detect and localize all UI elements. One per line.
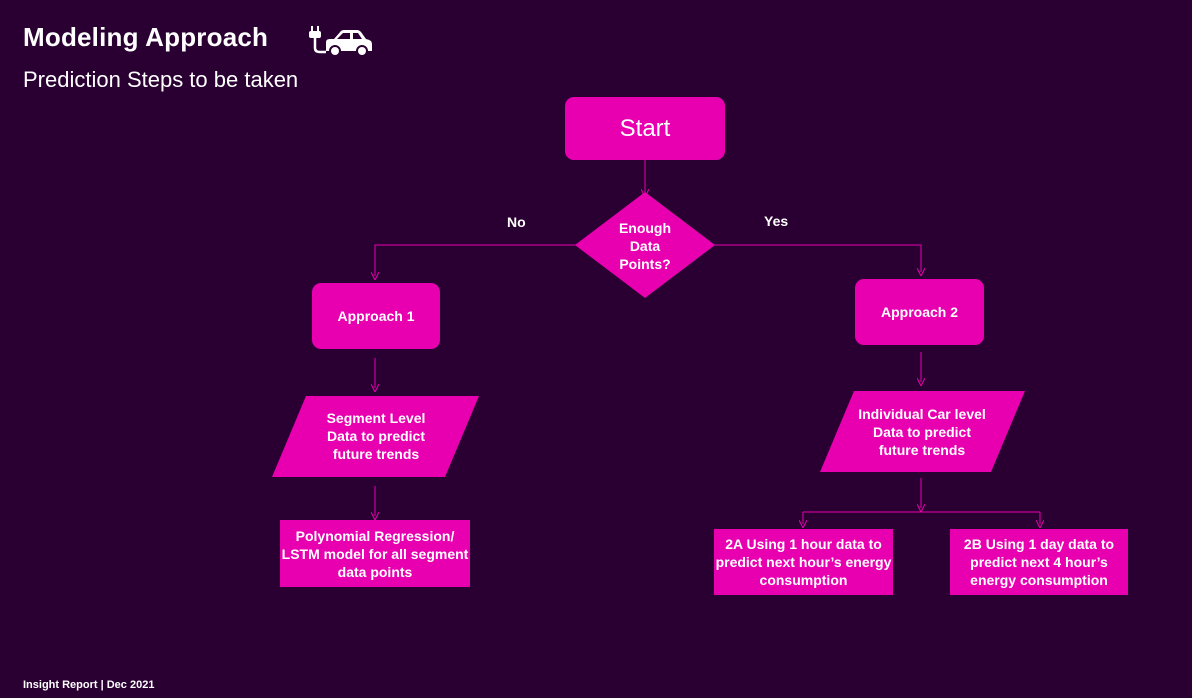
branch-yes-label: Yes: [764, 213, 789, 229]
car-data-label: Individual Car level Data to predict fut…: [858, 406, 986, 458]
segment-data-label: Segment Level Data to predict future tre…: [326, 410, 426, 462]
start-node: Start: [565, 97, 725, 160]
footer-text: Insight Report | Dec 2021: [23, 679, 155, 691]
branch-no-label: No: [507, 214, 526, 230]
option-2a-node: 2A Using 1 hour data to predict next hou…: [714, 529, 893, 595]
connector-yes-branch: [714, 244, 921, 272]
option-2b-node: 2B Using 1 day data to predict next 4 ho…: [950, 529, 1128, 595]
decision-label: Enough Data Points?: [618, 220, 672, 272]
page-subtitle: Prediction Steps to be taken: [23, 67, 299, 92]
page-title: Modeling Approach: [23, 22, 269, 52]
car-data-shape: [820, 391, 1025, 472]
approach2-node: Approach 2: [855, 279, 984, 345]
electric-car-icon: [309, 26, 372, 57]
model-node: Polynomial Regression/ LSTM model for al…: [280, 520, 470, 587]
connector-no-branch: [375, 244, 576, 276]
decision-diamond: [575, 192, 715, 298]
approach1-node: Approach 1: [312, 283, 440, 349]
segment-data-shape: [272, 396, 479, 477]
